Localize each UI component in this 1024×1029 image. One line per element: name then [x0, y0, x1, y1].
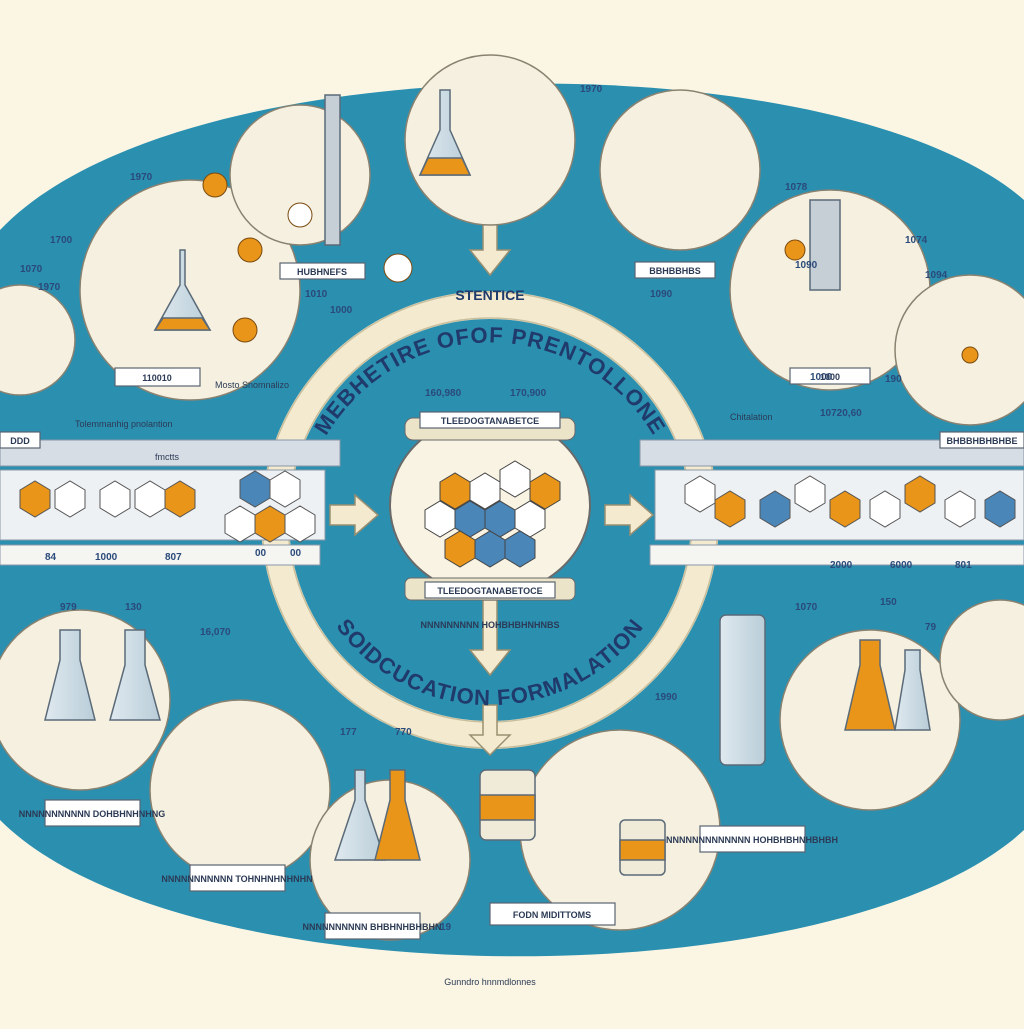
- footer-text: Gunndro hnnmdlonnes: [444, 977, 536, 987]
- svg-text:1970: 1970: [130, 172, 153, 183]
- svg-text:1078: 1078: [785, 182, 808, 193]
- svg-text:130: 130: [125, 602, 142, 613]
- svg-text:1070: 1070: [20, 264, 43, 275]
- svg-text:1070: 1070: [795, 602, 818, 613]
- svg-text:150: 150: [880, 597, 897, 608]
- svg-text:807: 807: [165, 552, 182, 563]
- left-small-label: fmctts: [155, 452, 179, 462]
- center-top-plaque: TLEEDOGTANABETCE: [441, 416, 539, 426]
- svg-text:BHBBHBHBHBE: BHBBHBHBHBE: [947, 436, 1018, 446]
- svg-text:6000: 6000: [890, 560, 913, 571]
- svg-text:1700: 1700: [50, 235, 73, 246]
- left-pointer-label: Mosto Snomnalizo: [215, 380, 289, 390]
- svg-text:1000: 1000: [95, 552, 118, 563]
- svg-text:110010: 110010: [142, 373, 172, 383]
- svg-text:BBHBBHBS: BBHBBHBS: [649, 266, 701, 276]
- svg-text:1970: 1970: [580, 84, 603, 95]
- svg-text:84: 84: [45, 552, 57, 563]
- top-small-title: STENTICE: [455, 287, 524, 303]
- svg-text:1074: 1074: [905, 235, 928, 246]
- svg-text:NNNNNNNNNN BHBHNHBHBHN: NNNNNNNNNN BHBHNHBHBHN: [303, 922, 442, 932]
- svg-text:979: 979: [60, 602, 77, 613]
- svg-text:1990: 1990: [655, 692, 678, 703]
- svg-text:1010: 1010: [305, 289, 328, 300]
- svg-text:2000: 2000: [830, 560, 853, 571]
- svg-text:190: 190: [885, 374, 902, 385]
- svg-text:NNNNNNNNNNN DOHBHNHNHNG: NNNNNNNNNNN DOHBHNHNHNG: [19, 809, 166, 819]
- svg-text:1094: 1094: [925, 270, 948, 281]
- svg-text:NNNNNNNNNNN TOHNHNHNHNHN: NNNNNNNNNNN TOHNHNHNHNHN: [161, 874, 312, 884]
- svg-text:1000: 1000: [820, 372, 840, 382]
- svg-text:170,900: 170,900: [510, 388, 547, 399]
- svg-text:79: 79: [925, 622, 937, 633]
- bottom-label: FODN MIDITTOMS: [513, 910, 591, 920]
- center-plaque: TLEEDOGTANABETOCE: [437, 586, 542, 596]
- svg-text:770: 770: [395, 727, 412, 738]
- left-side-label: Tolemmanhig pnolantion: [75, 419, 173, 429]
- svg-text:1000: 1000: [330, 305, 353, 316]
- svg-text:00: 00: [290, 548, 302, 559]
- svg-text:16,070: 16,070: [200, 627, 231, 638]
- svg-text:1090: 1090: [650, 289, 673, 300]
- right-side-label: Chitalation: [730, 412, 773, 422]
- svg-text:00: 00: [255, 548, 267, 559]
- svg-text:NNNNNNNNN HOHBHBHNHNBS: NNNNNNNNN HOHBHBHNHNBS: [421, 620, 560, 630]
- svg-text:HUBHNEFS: HUBHNEFS: [297, 267, 347, 277]
- svg-text:177: 177: [340, 727, 357, 738]
- svg-text:10720,60: 10720,60: [820, 408, 862, 419]
- svg-text:801: 801: [955, 560, 972, 571]
- svg-text:1970: 1970: [38, 282, 61, 293]
- svg-text:DDD: DDD: [10, 436, 30, 446]
- svg-text:19: 19: [440, 922, 452, 933]
- svg-text:NNNNNNNNNNNNN HOHBHBHNHBHBH: NNNNNNNNNNNNN HOHBHBHNHBHBH: [666, 835, 838, 845]
- svg-text:160,980: 160,980: [425, 388, 462, 399]
- svg-text:1090: 1090: [795, 260, 818, 271]
